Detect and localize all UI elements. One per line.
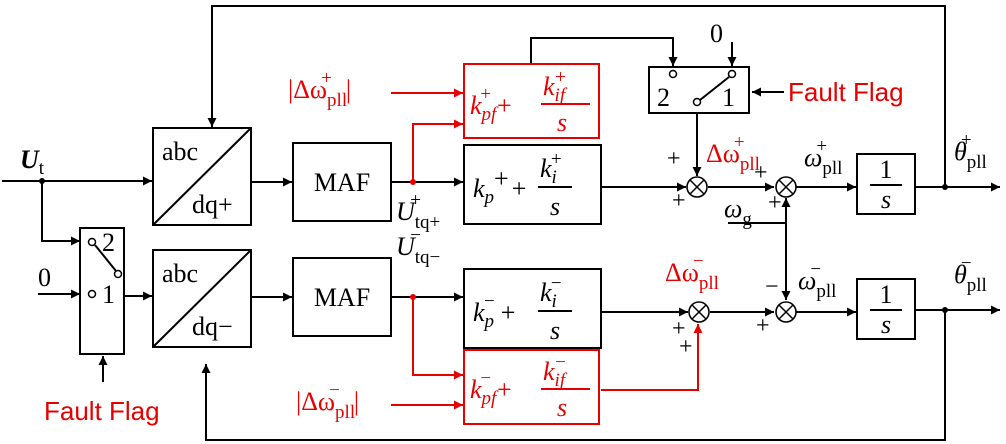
delta-omega-negative-input: |Δωpll−|	[296, 380, 359, 423]
summing-junctions: + + + + + + − +	[667, 146, 797, 360]
integrator-positive: 1 s	[856, 153, 916, 215]
switch-pin-1: 1	[722, 83, 735, 112]
svg-text:+: +	[667, 146, 681, 172]
omega-negative-label: ωpll−	[798, 259, 836, 302]
fault-compensator-negative: kpf−+ kif− s	[463, 349, 600, 425]
svg-text:+: +	[672, 316, 686, 342]
svg-text:kp++: kp++	[473, 164, 526, 208]
svg-text:+: +	[679, 334, 693, 360]
switch-pin-2: 2	[657, 83, 670, 112]
sum-junction-2	[775, 176, 797, 198]
svg-text:kpf−+: kpf−+	[470, 368, 512, 409]
maf-label: MAF	[314, 283, 370, 312]
signal-wires	[2, 5, 1000, 441]
pi-controller-negative: kp−+ ki− s	[463, 268, 602, 349]
utq-negative-label: Utq−−	[396, 225, 440, 268]
theta-negative-label: θpll−	[954, 253, 987, 296]
svg-text:kif−: kif−	[543, 352, 568, 391]
sum-junction-4	[775, 301, 797, 323]
maf-positive-block: MAF	[292, 142, 392, 222]
zero-input-bottom: 0	[38, 263, 51, 292]
dq-negative-label: dq−	[192, 312, 233, 341]
omega-positive-label: ωpll+	[804, 136, 842, 179]
maf-label: MAF	[314, 168, 370, 197]
svg-text:ki−: ki−	[540, 273, 562, 312]
svg-text:kpf++: kpf++	[470, 84, 512, 125]
svg-text:s: s	[557, 393, 567, 422]
svg-text:1: 1	[880, 155, 893, 184]
abc-label: abc	[162, 259, 198, 288]
integrator-negative: 1 s	[856, 278, 916, 340]
svg-text:1: 1	[880, 280, 893, 309]
svg-text:s: s	[557, 108, 567, 137]
sum-junction-1	[686, 176, 708, 198]
svg-text:+: +	[756, 313, 770, 339]
svg-text:ki+: ki+	[540, 149, 562, 188]
svg-text:s: s	[881, 185, 891, 214]
svg-text:kif+: kif+	[543, 67, 568, 106]
fault-path-wires	[391, 88, 703, 410]
svg-text:−: −	[765, 274, 779, 300]
switch-pin-2: 2	[102, 228, 115, 257]
maf-negative-block: MAF	[292, 257, 392, 337]
svg-text:kp−+: kp−+	[473, 291, 515, 332]
theta-positive-label: θpll+	[954, 130, 987, 173]
fault-flag-label-top: Fault Flag	[788, 77, 904, 107]
abc-dq-negative-transform: abc dq−	[152, 249, 252, 348]
pi-controller-positive: kp++ ki+ s	[463, 144, 602, 225]
utq-positive-label: Utq++	[396, 190, 440, 233]
abc-label: abc	[162, 137, 198, 166]
switch-pin-1: 1	[102, 280, 115, 309]
ut-label: Ut	[20, 145, 45, 179]
dq-positive-label: dq+	[192, 190, 233, 219]
svg-text:s: s	[550, 192, 560, 221]
fault-compensator-positive: kpf++ kif+ s	[463, 63, 600, 139]
svg-text:s: s	[881, 310, 891, 339]
svg-text:+: +	[754, 160, 768, 186]
delta-omega-positive-label: Δωpll+	[706, 132, 760, 175]
sum-junction-3	[688, 301, 710, 323]
mode-switch-top: 2 1	[648, 66, 750, 114]
svg-text:+: +	[768, 190, 782, 216]
fault-flag-label-bottom: Fault Flag	[44, 396, 160, 426]
omega-grid-label: ωg	[724, 194, 752, 230]
abc-dq-positive-transform: abc dq+	[152, 127, 252, 226]
delta-omega-positive-input: |Δωpll+|	[288, 68, 351, 111]
mode-switch-bottom: 2 1	[79, 227, 125, 355]
signal-labels: Ut 0 0 Utq++ Utq−− |Δωpll+| |Δωpll−| Δωp…	[20, 19, 987, 426]
svg-text:s: s	[550, 316, 560, 345]
delta-omega-negative-label: Δωpll−	[665, 251, 719, 294]
svg-text:+: +	[672, 188, 686, 214]
zero-input-top: 0	[710, 19, 723, 48]
